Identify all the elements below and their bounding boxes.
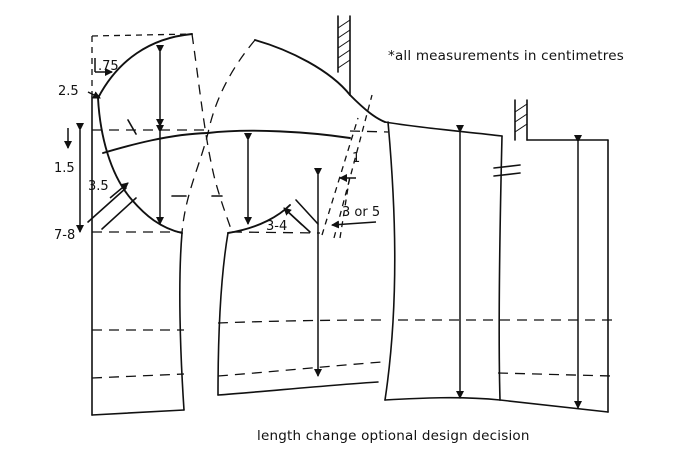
label-35: 3.5 bbox=[88, 179, 109, 194]
left-sleeve-piece bbox=[87, 33, 209, 416]
label-1: 1 bbox=[352, 151, 360, 166]
label-075: .75 bbox=[98, 59, 119, 74]
label-78: 7-8 bbox=[54, 228, 75, 243]
label-34: 3-4 bbox=[266, 219, 287, 234]
right-sleeve-piece-a bbox=[349, 94, 503, 401]
label-3or5: 3 or 5 bbox=[342, 205, 380, 220]
length-note: length change optional design decision bbox=[257, 428, 530, 444]
horizontal-guides bbox=[91, 129, 613, 379]
left-markers bbox=[64, 58, 113, 233]
label-25: 2.5 bbox=[58, 84, 79, 99]
label-15: 1.5 bbox=[54, 161, 75, 176]
hatch-wall-1 bbox=[337, 15, 351, 96]
units-note: *all measurements in centimetres bbox=[388, 48, 624, 64]
dashed-guides bbox=[321, 94, 377, 239]
right-sleeve-piece-b bbox=[493, 99, 609, 413]
